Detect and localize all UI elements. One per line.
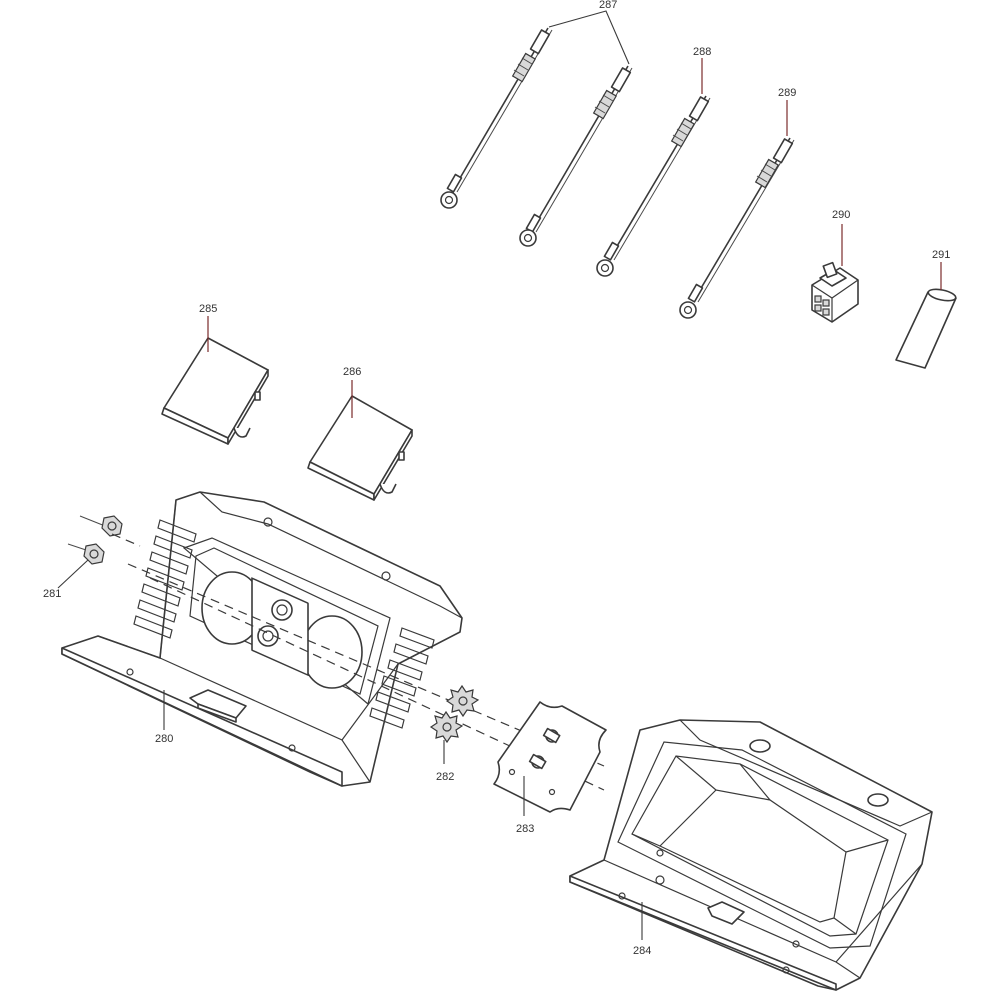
callout-280: 280 <box>155 733 173 745</box>
part-290-connector-housing[interactable] <box>811 224 859 323</box>
callout-289: 289 <box>778 87 796 99</box>
part-282-lock-washers[interactable] <box>429 684 480 764</box>
callout-283: 283 <box>516 823 534 835</box>
wire-lead-b <box>519 65 633 247</box>
part-286-cover-plate[interactable] <box>307 380 413 501</box>
callout-286: 286 <box>343 366 361 378</box>
vent-slots-left <box>133 519 197 639</box>
callout-282: 282 <box>436 771 454 783</box>
part-288-wire-lead[interactable] <box>596 58 711 277</box>
part-280-outlet-panel[interactable] <box>61 491 463 787</box>
callout-285: 285 <box>199 303 217 315</box>
fastener-axis-lines <box>111 533 605 791</box>
callout-281: 281 <box>43 588 61 600</box>
callout-288: 288 <box>693 46 711 58</box>
part-284-back-housing[interactable] <box>569 719 933 991</box>
callout-290: 290 <box>832 209 850 221</box>
callout-labels: 281 280 282 283 284 285 286 287 288 289 … <box>43 0 950 957</box>
part-281-nuts[interactable] <box>57 515 123 589</box>
part-283-bracket[interactable] <box>493 701 607 816</box>
part-289-wire-lead[interactable] <box>679 100 795 319</box>
vent-slots-right <box>369 627 435 729</box>
callout-284: 284 <box>633 945 651 957</box>
callout-287: 287 <box>599 0 617 11</box>
part-287-wire-leads[interactable] <box>440 10 633 247</box>
part-291-sleeve[interactable] <box>895 262 957 369</box>
wire-lead-a <box>440 27 553 209</box>
callout-291: 291 <box>932 249 950 261</box>
part-285-cover-plate[interactable] <box>161 316 269 445</box>
